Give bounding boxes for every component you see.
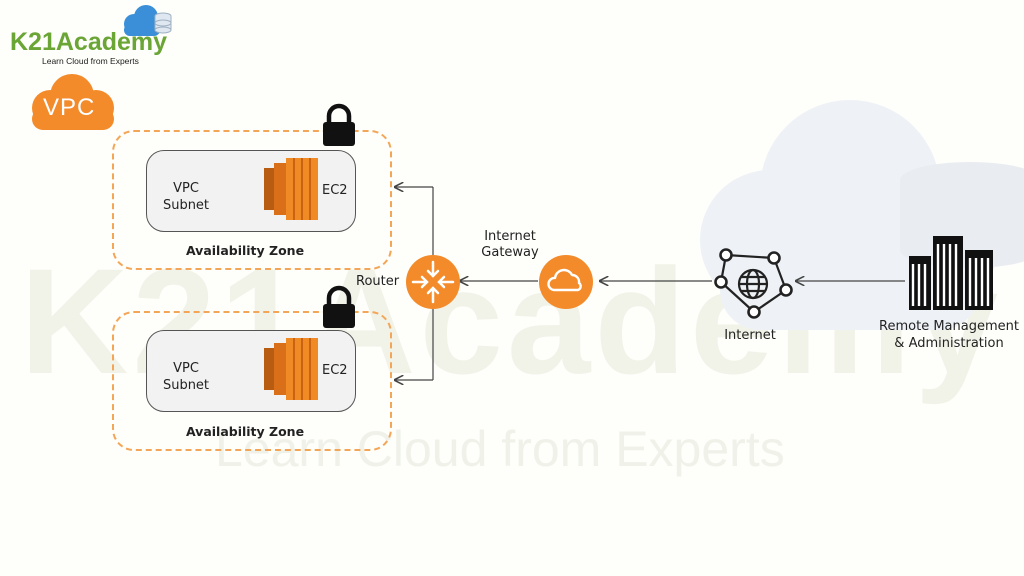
- vpc-subnet-2: [146, 330, 356, 412]
- availability-zone-2: [112, 311, 392, 451]
- internet-network-icon: [714, 248, 793, 319]
- gateway-label: Internet Gateway: [481, 229, 539, 260]
- ec2-label-2: EC2: [322, 363, 348, 378]
- logo-name: K21Academy: [10, 28, 168, 56]
- office-building-icon: [909, 236, 993, 310]
- router-label: Router: [356, 274, 400, 289]
- ec2-label-1: EC2: [322, 183, 348, 198]
- vpc-cloud-icon: [32, 74, 114, 130]
- zone-label-2: Availability Zone: [185, 424, 305, 439]
- vpc-subnet-1: [146, 150, 356, 232]
- logo-tagline: Learn Cloud from Experts: [42, 56, 139, 66]
- internet-gateway-icon: [539, 255, 593, 309]
- subnet-label-1: VPC Subnet: [162, 181, 210, 213]
- cloud-database-icon: [124, 5, 172, 36]
- availability-zone-1: [112, 130, 392, 270]
- remote-management-label: Remote Management & Administration: [879, 319, 1019, 351]
- zone-label-1: Availability Zone: [185, 243, 305, 258]
- ec2-icon-2: [264, 338, 318, 400]
- vpc-label: VPC: [43, 94, 96, 121]
- lock-icon-2: [323, 285, 355, 328]
- subnet-label-2: VPC Subnet: [162, 361, 210, 393]
- internet-label: Internet: [724, 328, 776, 343]
- lock-icon-1: [323, 103, 355, 146]
- router-icon: [406, 255, 460, 309]
- ec2-icon-1: [264, 158, 318, 220]
